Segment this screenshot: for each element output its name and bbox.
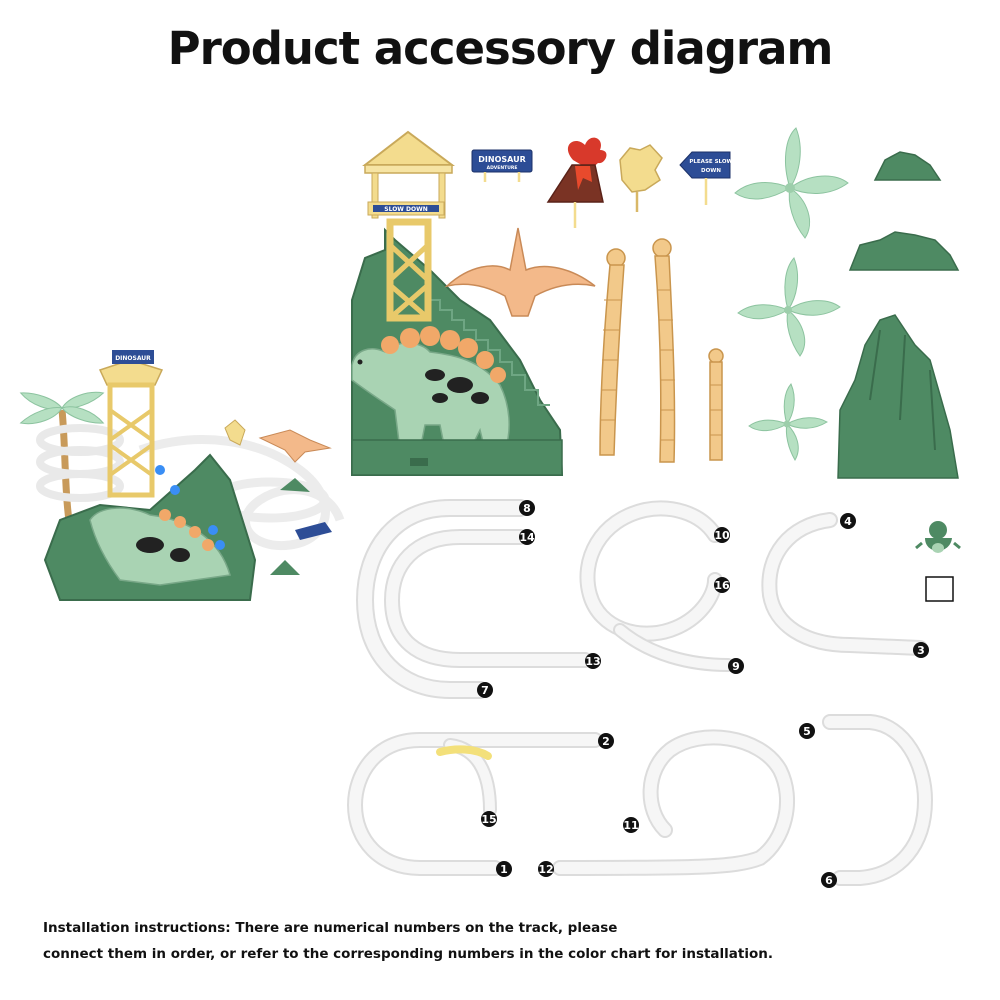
assembled-playset: DINOSAUR bbox=[18, 350, 345, 601]
assembled-arrow-sign bbox=[295, 522, 332, 540]
palm-leaves-medium bbox=[737, 257, 841, 357]
track-u-bottom-left bbox=[346, 732, 603, 876]
badge-2: 2 bbox=[598, 733, 614, 749]
badge-6: 6 bbox=[821, 872, 837, 888]
tower-with-mountain: SLOW DOWN bbox=[351, 130, 564, 476]
palm-leaves-small bbox=[748, 383, 828, 461]
assembled-spiral-track bbox=[36, 424, 124, 502]
palm-leaves-large bbox=[734, 127, 849, 239]
dinosaur-sign-sub: ADVENTURE bbox=[487, 165, 518, 171]
assembled-stegosaurus bbox=[89, 507, 231, 586]
badge-4: 4 bbox=[840, 513, 856, 529]
badge-12-text: 12 bbox=[538, 863, 553, 876]
badge-5-text: 5 bbox=[803, 725, 811, 738]
badge-1: 1 bbox=[496, 861, 512, 877]
badge-3: 3 bbox=[913, 642, 929, 658]
badge-14: 14 bbox=[519, 529, 535, 545]
badge-2-text: 2 bbox=[602, 735, 610, 748]
badge-13-text: 13 bbox=[585, 655, 600, 668]
badge-9-text: 9 bbox=[732, 660, 740, 673]
page-title: Product accessory diagram bbox=[167, 22, 834, 75]
badge-16-text: 16 bbox=[714, 579, 730, 592]
badge-13: 13 bbox=[585, 653, 601, 669]
track-loop-bottom bbox=[552, 729, 795, 876]
badge-16: 16 bbox=[714, 577, 730, 593]
badge-8-text: 8 bbox=[523, 502, 531, 515]
stegosaurus bbox=[351, 326, 510, 451]
palm-trunk-1 bbox=[599, 248, 626, 456]
arrow-sign: PLEASE SLOW DOWN bbox=[679, 151, 733, 205]
small-dino-figure bbox=[915, 521, 961, 602]
track-pieces bbox=[346, 499, 934, 886]
badge-15-text: 15 bbox=[481, 813, 496, 826]
figure-checkbox bbox=[925, 576, 954, 602]
track-number-badges: 8 14 13 7 10 16 9 4 3 2 15 1 11 12 5 6 bbox=[477, 500, 929, 888]
instructions-line-1: Installation instructions: There are num… bbox=[43, 920, 618, 936]
badge-5: 5 bbox=[799, 723, 815, 739]
badge-4-text: 4 bbox=[844, 515, 852, 528]
dinosaur-sign-title: DINOSAUR bbox=[478, 155, 525, 164]
tower-sign-text: SLOW DOWN bbox=[384, 206, 427, 213]
badge-15: 15 bbox=[481, 811, 497, 827]
volcano bbox=[546, 137, 607, 228]
rock-small bbox=[873, 151, 942, 181]
assembled-tower: DINOSAUR bbox=[98, 350, 164, 498]
yellow-tree bbox=[619, 144, 663, 212]
assembled-yellow-tree bbox=[224, 419, 246, 446]
instructions-line-2: connect them in order, or refer to the c… bbox=[43, 946, 774, 962]
palm-trunk-3 bbox=[708, 348, 724, 461]
rock-mountain-large bbox=[837, 314, 959, 479]
badge-10: 10 bbox=[714, 527, 730, 543]
badge-1-text: 1 bbox=[500, 863, 508, 876]
badge-12: 12 bbox=[538, 861, 554, 877]
track-u-large bbox=[355, 499, 593, 699]
rock-medium bbox=[848, 231, 960, 271]
badge-11: 11 bbox=[623, 817, 639, 833]
arrow-sign-line2: DOWN bbox=[701, 168, 721, 174]
badge-9: 9 bbox=[728, 658, 744, 674]
track-j-curve bbox=[761, 512, 928, 656]
assembled-lights bbox=[155, 465, 225, 550]
pterodactyl bbox=[444, 227, 596, 317]
track-loop bbox=[579, 500, 735, 672]
badge-14-text: 14 bbox=[519, 531, 535, 544]
badge-7: 7 bbox=[477, 682, 493, 698]
badge-3-text: 3 bbox=[917, 644, 925, 657]
arrow-sign-line1: PLEASE SLOW bbox=[689, 159, 732, 165]
badge-10-text: 10 bbox=[714, 529, 730, 542]
track-c-right bbox=[822, 714, 934, 886]
badge-7-text: 7 bbox=[481, 684, 489, 697]
badge-8: 8 bbox=[519, 500, 535, 516]
dinosaur-sign: DINOSAUR ADVENTURE bbox=[471, 149, 533, 182]
badge-11-text: 11 bbox=[623, 819, 638, 832]
assembled-pterodactyl bbox=[258, 429, 332, 463]
assembled-sign-text: DINOSAUR bbox=[115, 355, 151, 362]
palm-trunk-2 bbox=[652, 238, 676, 463]
badge-6-text: 6 bbox=[825, 874, 833, 887]
